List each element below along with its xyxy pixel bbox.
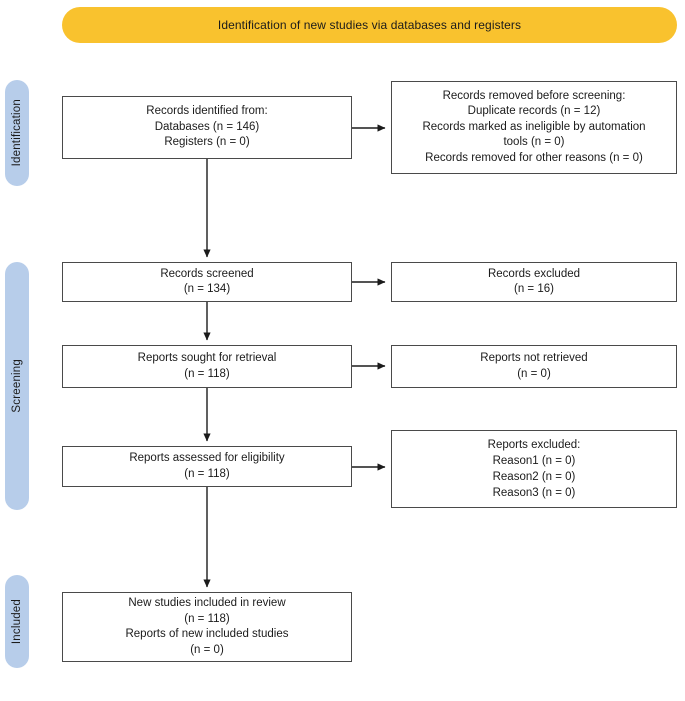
box-line: (n = 118) (184, 367, 230, 380)
box-reports-excluded: Reports excluded: Reason1 (n = 0) Reason… (391, 430, 677, 508)
box-reports-assessed-for-eligibility: Reports assessed for eligibility (n = 11… (62, 446, 352, 487)
box-line: Records excluded (487, 267, 581, 280)
box-line: tools (n = 0) (503, 136, 565, 149)
box-line: New studies included in review (128, 597, 286, 609)
box-records-removed-before-screening: Records removed before screening: Duplic… (391, 81, 677, 174)
box-line: Reports of new included studies (125, 628, 289, 640)
stage-label-included: Included (11, 598, 23, 645)
box-records-identified: Records identified from: Databases (n = … (62, 96, 352, 159)
stage-pill-identification: Identification (5, 80, 29, 186)
box-line: Duplicate records (n = 12) (467, 105, 601, 118)
box-line: Reports assessed for eligibility (129, 452, 285, 464)
box-reports-not-retrieved: Reports not retrieved (n = 0) (391, 345, 677, 388)
box-line: Records removed for other reasons (n = 0… (425, 151, 643, 164)
box-line: Reason1 (n = 0) (492, 455, 576, 467)
diagram-banner: Identification of new studies via databa… (62, 7, 677, 43)
stage-label-screening: Screening (11, 359, 23, 413)
box-line: Databases (n = 146) (154, 120, 260, 133)
stage-pill-included: Included (5, 575, 29, 668)
box-line: (n = 0) (517, 367, 551, 380)
box-records-screened: Records screened (n = 134) (62, 262, 352, 302)
stage-pill-screening: Screening (5, 262, 29, 510)
box-line: Reports excluded: (487, 439, 581, 451)
box-records-excluded: Records excluded (n = 16) (391, 262, 677, 302)
box-line: (n = 118) (184, 612, 230, 625)
box-line: Reports sought for retrieval (137, 352, 277, 364)
box-line: Records screened (160, 267, 254, 280)
box-line: (n = 134) (183, 283, 231, 295)
box-line: Reason3 (n = 0) (492, 487, 576, 499)
box-reports-sought-for-retrieval: Reports sought for retrieval (n = 118) (62, 345, 352, 388)
box-line: Reason2 (n = 0) (492, 471, 576, 483)
banner-label: Identification of new studies via databa… (217, 18, 522, 32)
box-line: Records identified from: (146, 105, 268, 118)
box-line: Registers (n = 0) (164, 136, 250, 149)
box-line: Records marked as ineligible by automati… (422, 120, 646, 133)
box-line: (n = 118) (184, 467, 230, 480)
box-line: Records removed before screening: (442, 89, 626, 102)
stage-label-identification: Identification (11, 99, 23, 167)
box-line: (n = 0) (190, 643, 224, 656)
box-new-studies-included: New studies included in review (n = 118)… (62, 592, 352, 662)
box-line: Reports not retrieved (480, 352, 588, 364)
box-line: (n = 16) (514, 283, 554, 295)
